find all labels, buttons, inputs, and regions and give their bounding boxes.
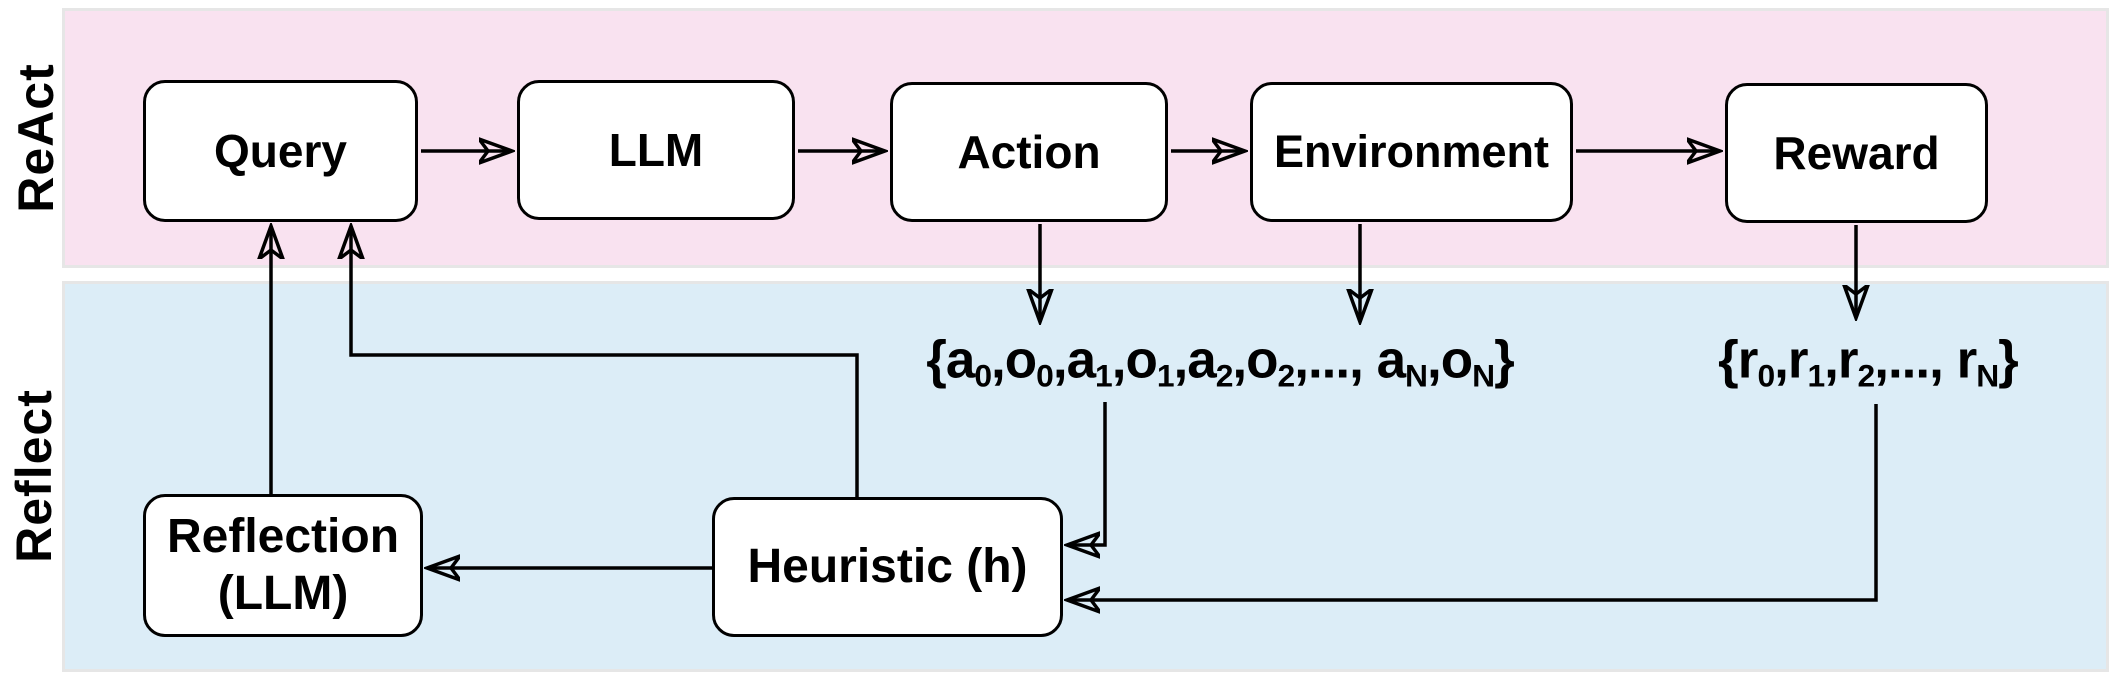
node-query: Query	[143, 80, 418, 222]
node-reflection-label-line2: (LLM)	[217, 566, 349, 620]
node-reward: Reward	[1725, 83, 1988, 223]
node-query-label: Query	[214, 124, 347, 177]
node-heuristic-label: Heuristic (h)	[747, 539, 1028, 593]
node-environment-label: Environment	[1273, 126, 1550, 178]
node-reward-label: Reward	[1773, 126, 1940, 179]
node-reflection: Reflection (LLM)	[143, 494, 423, 637]
node-environment: Environment	[1250, 82, 1573, 222]
node-action-label: Action	[957, 125, 1101, 178]
lane-label-react: ReAct	[8, 63, 64, 213]
reward-set-text: {r0,r1,r2,..., rN}	[1718, 330, 2019, 394]
node-llm: LLM	[517, 80, 795, 220]
node-reflection-label-line1: Reflection	[166, 509, 400, 563]
lane-label-reflect: Reflect	[6, 389, 62, 563]
node-llm-label: LLM	[608, 123, 704, 176]
node-action: Action	[890, 82, 1168, 222]
trajectory-set-text: {a0,o0,a1,o1,a2,o2,..., aN,oN}	[926, 330, 1514, 394]
node-heuristic: Heuristic (h)	[712, 497, 1063, 637]
